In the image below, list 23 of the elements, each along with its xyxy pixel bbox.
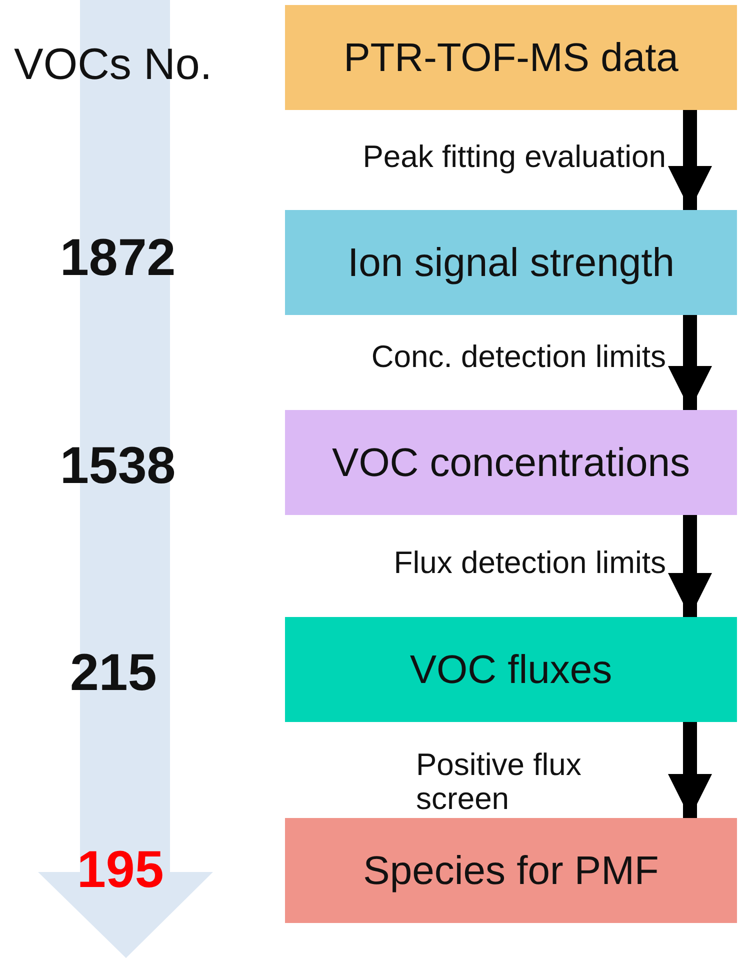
process-box <box>285 617 737 722</box>
process-box <box>285 5 737 110</box>
process-box <box>285 818 737 923</box>
box-label: Species for PMF <box>363 848 659 894</box>
box-label: Ion signal strength <box>348 240 674 286</box>
edge-label: Positive flux screen <box>416 748 582 816</box>
arrow <box>668 515 712 617</box>
arrow <box>668 722 712 818</box>
arrow <box>668 110 712 210</box>
count-label: 215 <box>70 643 157 703</box>
edge-label: Conc. detection limits <box>371 340 666 374</box>
box-label: VOC concentrations <box>332 440 690 486</box>
arrow <box>668 315 712 410</box>
axis-title: VOCs No. <box>14 40 212 90</box>
process-box <box>285 410 737 515</box>
box-label: PTR-TOF-MS data <box>344 34 678 80</box>
count-label: 1538 <box>60 436 176 496</box>
box-label: VOC fluxes <box>410 646 612 692</box>
count-label: 195 <box>77 840 164 900</box>
edge-label: Flux detection limits <box>394 546 666 580</box>
process-box <box>285 210 737 315</box>
count-label: 1872 <box>60 228 176 288</box>
edge-label: Peak fitting evaluation <box>362 140 666 174</box>
